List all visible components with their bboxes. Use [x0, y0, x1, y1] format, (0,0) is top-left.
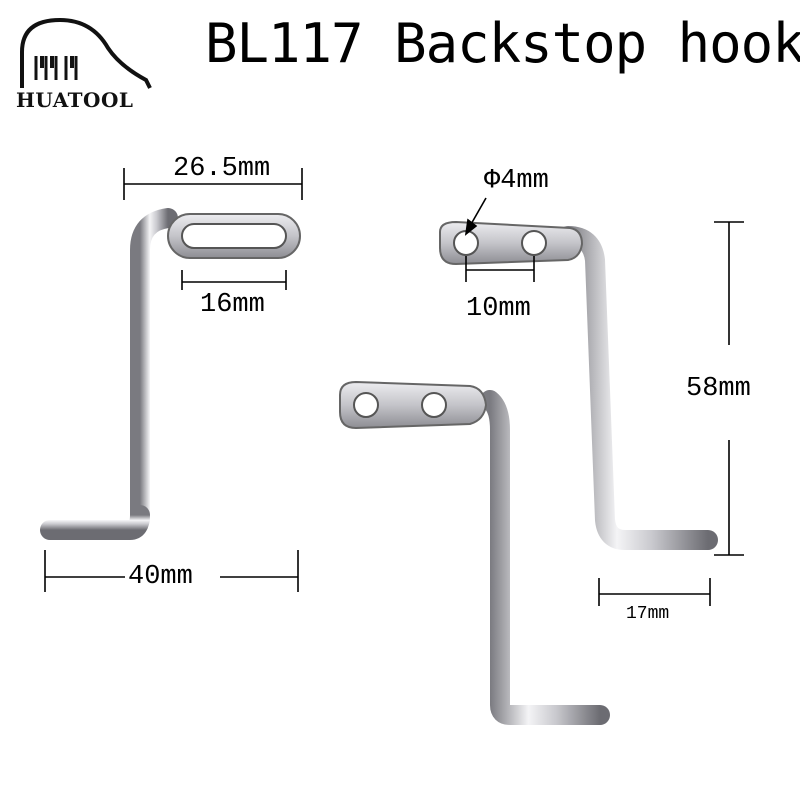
hook-two-hole [439, 220, 718, 550]
hook-slotted [40, 208, 301, 540]
dim-hole-spacing: 10mm [466, 294, 531, 324]
dim-slot-inner: 16mm [200, 290, 265, 320]
dim-foot-length: 17mm [626, 604, 670, 624]
dim-hole-diameter: Φ4mm [484, 166, 549, 196]
dim-hook-width: 40mm [128, 562, 193, 592]
dim-slot-length: 26.5mm [173, 154, 271, 184]
piano-logo-icon [20, 17, 152, 89]
dimension-lines [44, 168, 744, 606]
hook-two-hole-long [339, 380, 610, 725]
dim-height: 58mm [686, 374, 751, 404]
brand-name: HUATOOL [16, 88, 134, 112]
product-title: BL117 Backstop hook [205, 12, 800, 75]
